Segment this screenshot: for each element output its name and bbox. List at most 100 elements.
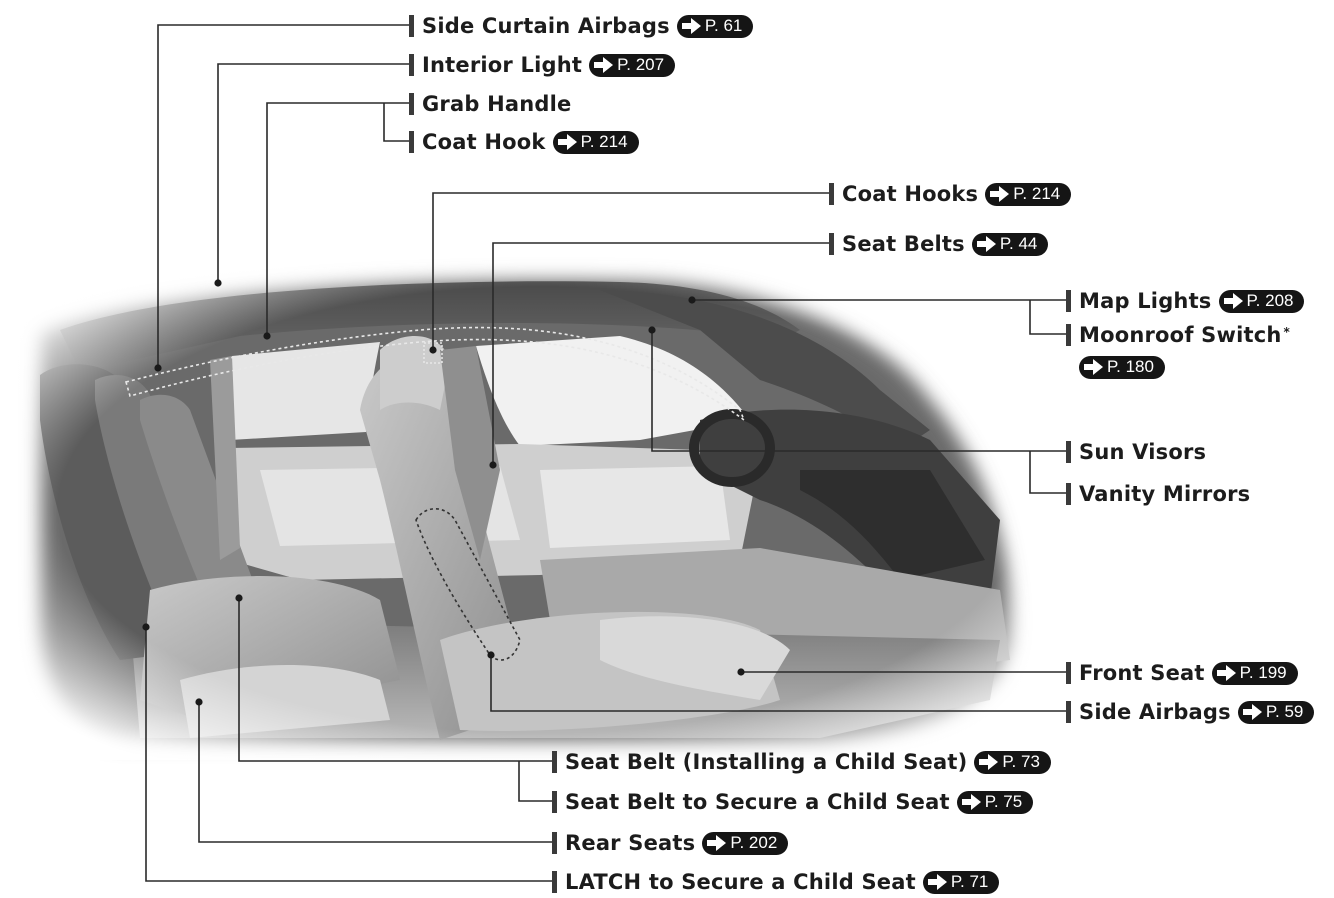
callout-bar	[409, 54, 414, 76]
callout-label: Side Airbags	[1079, 700, 1231, 724]
dot-seat-belt-installing	[235, 594, 242, 601]
callout-bar	[1066, 701, 1071, 723]
callout-label: Map Lights	[1079, 289, 1212, 313]
page-ref-badge[interactable]: P. 208	[1219, 290, 1305, 313]
arrow-right-icon	[1243, 704, 1262, 720]
dot-rear-seats	[195, 698, 202, 705]
callout-label: Rear Seats	[565, 831, 695, 855]
callout-bar	[552, 751, 557, 773]
callout-bar	[552, 791, 557, 813]
callout-latch: LATCH to Secure a Child Seat P. 71	[552, 867, 999, 897]
page-ref-badge[interactable]: P. 202	[702, 832, 788, 855]
page-ref-text: P. 207	[617, 55, 664, 75]
dot-interior-light	[214, 279, 221, 286]
callout-label: Grab Handle	[422, 92, 571, 116]
callout-bar	[1066, 483, 1071, 505]
leader-seat-belt-secure	[519, 761, 552, 801]
callout-bar	[409, 131, 414, 153]
dot-side-curtain-airbags	[154, 364, 161, 371]
dot-grab-handle	[263, 332, 270, 339]
callout-bar	[552, 832, 557, 854]
callout-label: Side Curtain Airbags	[422, 14, 670, 38]
arrow-right-icon	[558, 134, 577, 150]
callout-bar	[1066, 441, 1071, 463]
arrow-right-icon	[962, 794, 981, 810]
page-ref-text: P. 208	[1247, 291, 1294, 311]
arrow-right-icon	[1217, 665, 1236, 681]
callout-front-seat: Front Seat P. 199	[1066, 658, 1298, 688]
page-ref-text: P. 214	[1013, 184, 1060, 204]
page-ref-text: P. 202	[730, 833, 777, 853]
page-ref-badge[interactable]: P. 207	[589, 54, 675, 77]
callout-grab-handle: Grab Handle	[409, 89, 571, 119]
page-ref-badge[interactable]: P. 44	[972, 233, 1049, 256]
dot-sun-visors	[648, 326, 655, 333]
callout-bar	[409, 93, 414, 115]
leader-coat-hook-branch	[384, 103, 409, 141]
callout-side-curtain-airbags: Side Curtain Airbags P. 61	[409, 11, 753, 41]
dot-front-seat	[737, 668, 744, 675]
dot-coat-hooks	[429, 346, 436, 353]
arrow-right-icon	[977, 236, 996, 252]
page-ref-badge[interactable]: P. 59	[1238, 701, 1315, 724]
page-ref-badge[interactable]: P. 71	[923, 871, 1000, 894]
page-ref-text: P. 59	[1266, 702, 1304, 722]
callout-map-lights: Map Lights P. 208	[1066, 286, 1304, 316]
callout-moonroof-ref: P. 180	[1079, 352, 1165, 382]
callout-bar	[829, 183, 834, 205]
page-ref-text: P. 199	[1240, 663, 1287, 683]
callout-label: Coat Hooks	[842, 182, 978, 206]
callout-rear-seats: Rear Seats P. 202	[552, 828, 788, 858]
page-ref-badge[interactable]: P. 199	[1212, 662, 1298, 685]
callout-label: Seat Belt (Installing a Child Seat)	[565, 750, 967, 774]
arrow-right-icon	[990, 186, 1009, 202]
page-ref-badge[interactable]: P. 75	[957, 791, 1034, 814]
arrow-right-icon	[707, 835, 726, 851]
callout-label: Seat Belts	[842, 232, 965, 256]
callout-label: Front Seat	[1079, 661, 1205, 685]
footnote-asterisk: *	[1284, 325, 1290, 339]
callout-coat-hooks: Coat Hooks P. 214	[829, 179, 1071, 209]
callout-label: Coat Hook	[422, 130, 546, 154]
interior-illustration	[0, 260, 1080, 760]
callout-bar	[829, 233, 834, 255]
page-ref-badge[interactable]: P. 214	[553, 131, 639, 154]
page-ref-badge[interactable]: P. 61	[677, 15, 754, 38]
callout-label: LATCH to Secure a Child Seat	[565, 870, 916, 894]
dot-seat-belts	[489, 461, 496, 468]
callout-side-airbags: Side Airbags P. 59	[1066, 697, 1314, 727]
page-ref-text: P. 73	[1002, 752, 1040, 772]
arrow-right-icon	[1224, 293, 1243, 309]
callout-sun-visors: Sun Visors	[1066, 437, 1206, 467]
callout-seat-belt-secure: Seat Belt to Secure a Child Seat P. 75	[552, 787, 1033, 817]
callout-label: Sun Visors	[1079, 440, 1206, 464]
page-ref-text: P. 61	[705, 16, 743, 36]
arrow-right-icon	[1084, 359, 1103, 375]
callout-seat-belt-installing: Seat Belt (Installing a Child Seat) P. 7…	[552, 747, 1051, 777]
page-ref-badge[interactable]: P. 180	[1079, 356, 1165, 379]
callout-label: Moonroof Switch	[1079, 323, 1282, 347]
page-ref-text: P. 214	[581, 132, 628, 152]
page-ref-badge[interactable]: P. 214	[985, 183, 1071, 206]
callout-interior-light: Interior Light P. 207	[409, 50, 675, 80]
page-ref-text: P. 44	[1000, 234, 1038, 254]
arrow-right-icon	[682, 18, 701, 34]
dot-map-lights	[688, 296, 695, 303]
page-ref-text: P. 75	[985, 792, 1023, 812]
page-ref-text: P. 71	[951, 872, 989, 892]
page-ref-text: P. 180	[1107, 357, 1154, 377]
callout-bar	[552, 871, 557, 893]
callout-vanity-mirrors: Vanity Mirrors	[1066, 479, 1250, 509]
callout-label: Seat Belt to Secure a Child Seat	[565, 790, 950, 814]
arrow-right-icon	[594, 57, 613, 73]
leader-interior-light	[218, 64, 409, 283]
callout-moonroof-switch: Moonroof Switch*	[1066, 320, 1290, 350]
arrow-right-icon	[979, 754, 998, 770]
callout-bar	[1066, 324, 1071, 346]
callout-label: Interior Light	[422, 53, 582, 77]
callout-bar	[1066, 290, 1071, 312]
callout-bar	[1066, 662, 1071, 684]
page-ref-badge[interactable]: P. 73	[974, 751, 1051, 774]
arrow-right-icon	[928, 874, 947, 890]
callout-bar	[409, 15, 414, 37]
